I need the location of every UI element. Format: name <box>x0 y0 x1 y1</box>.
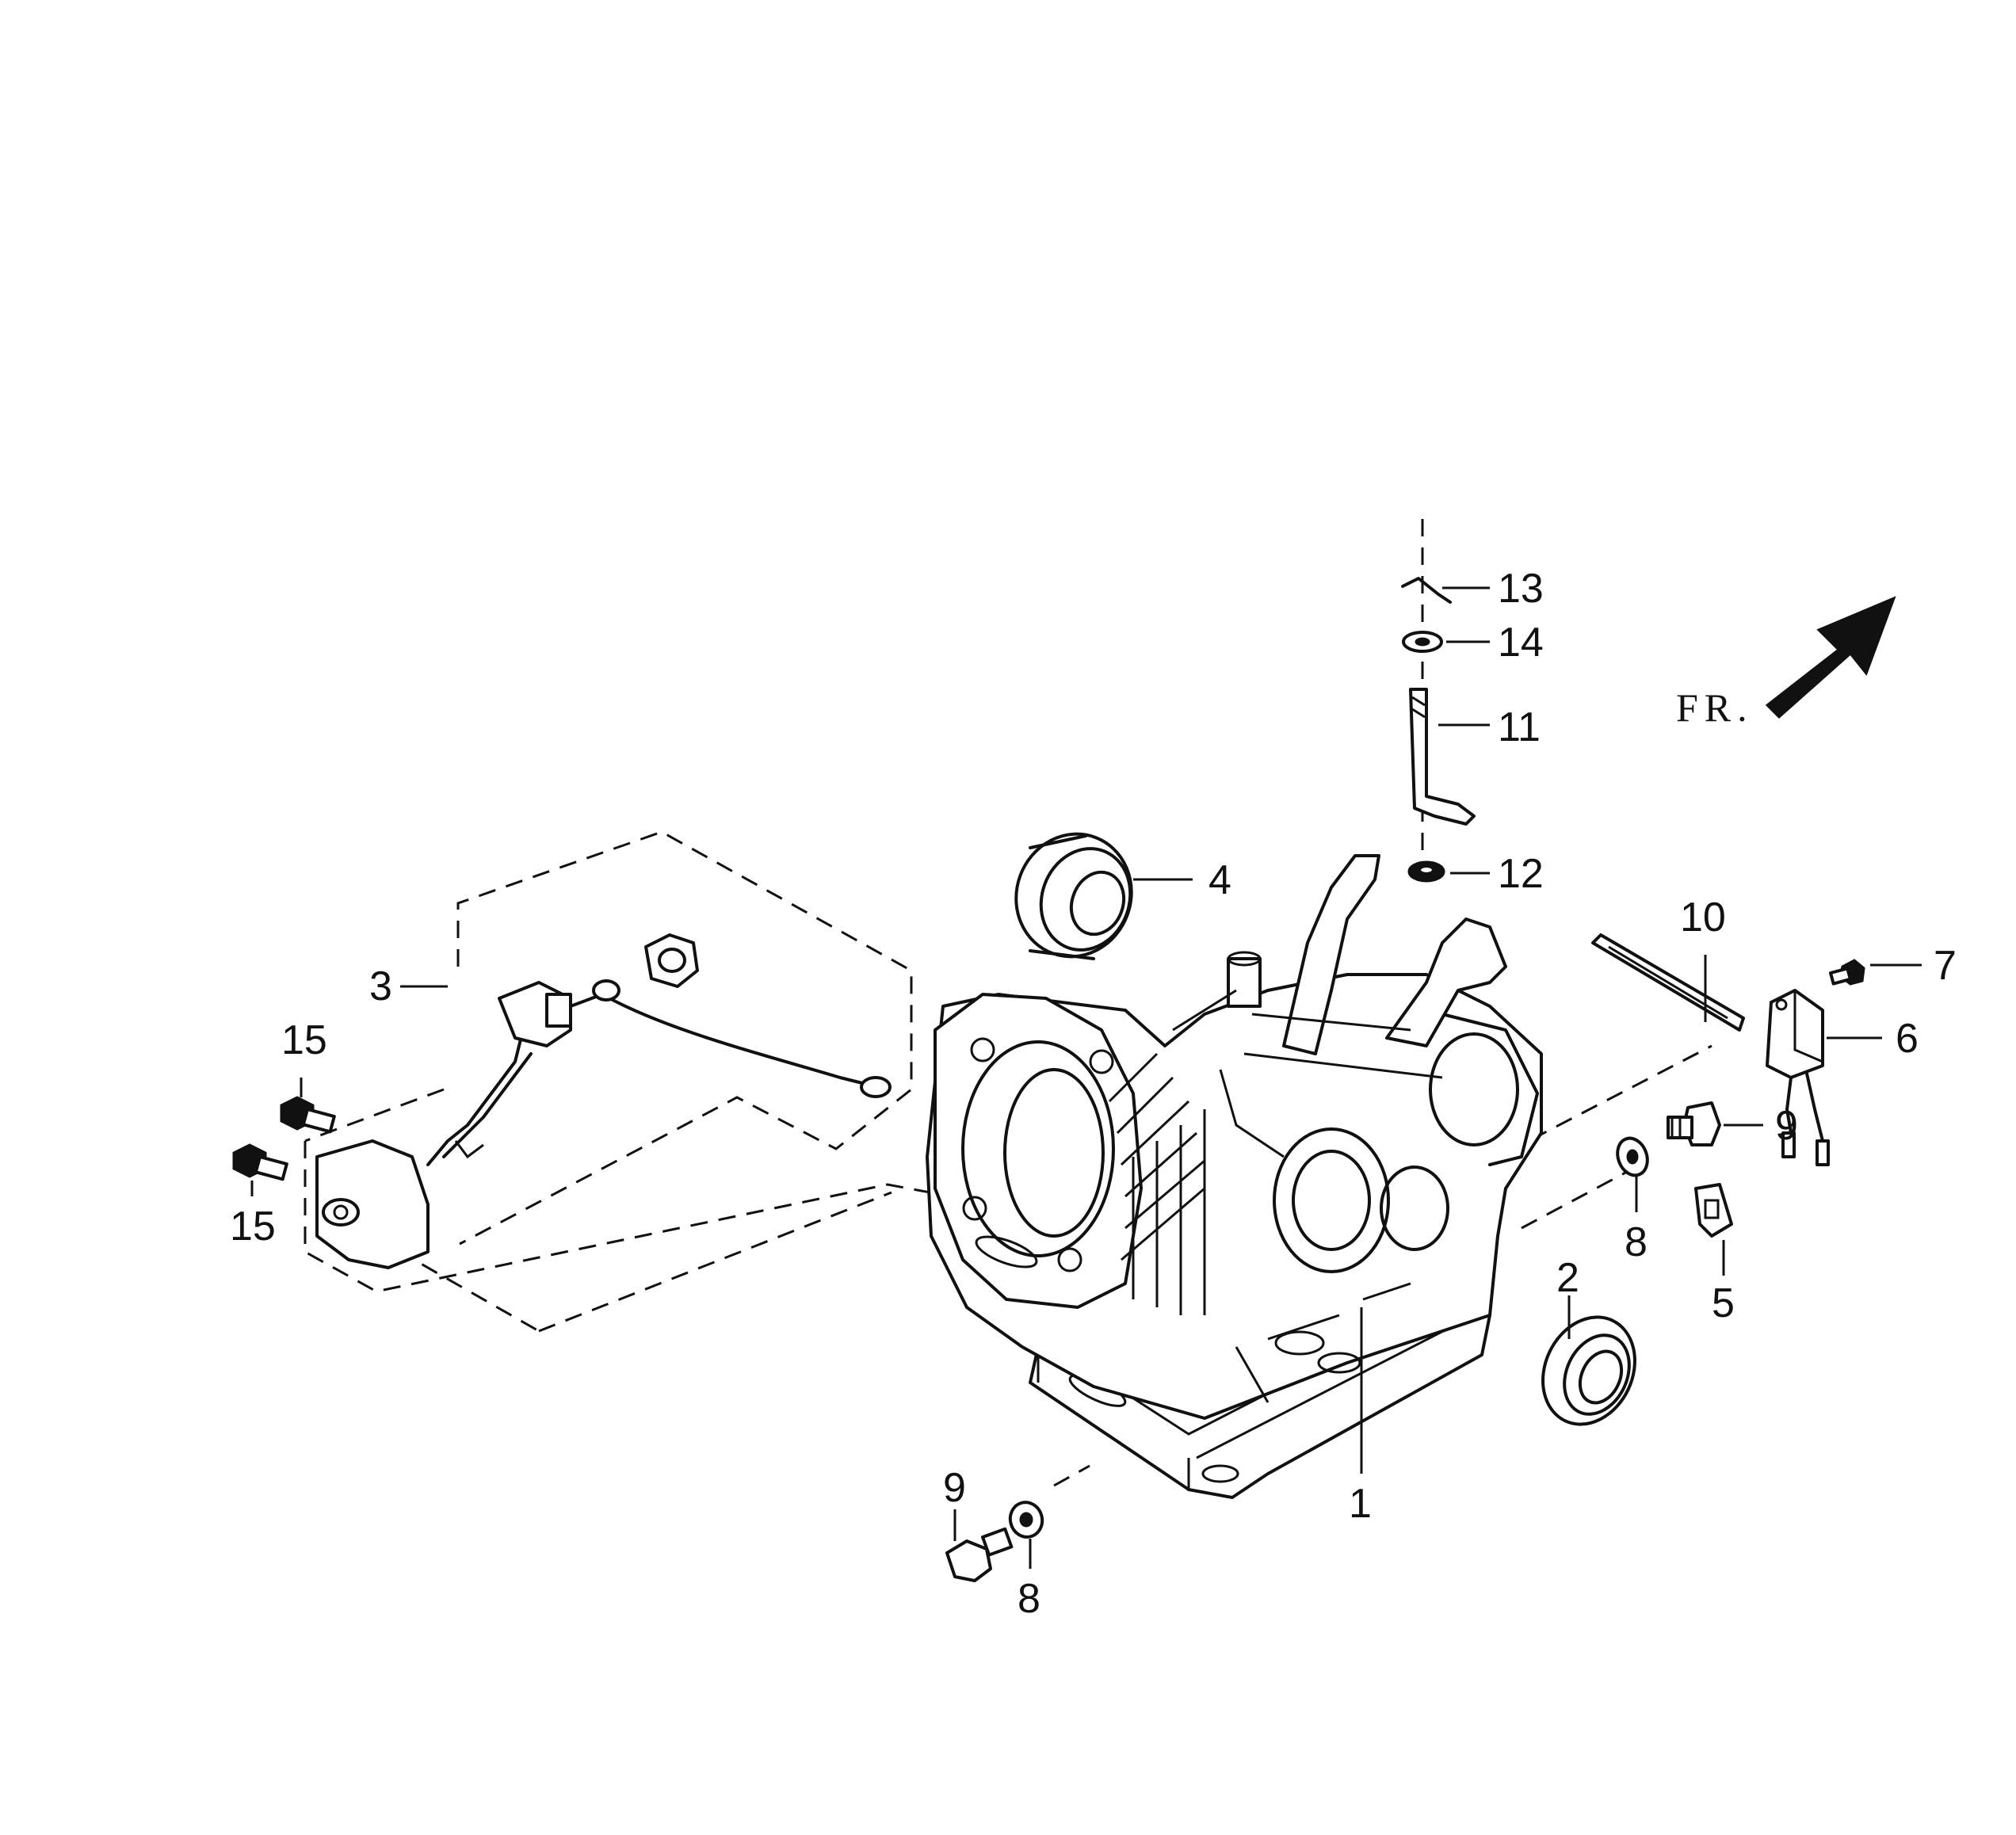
callout-6: 6 <box>1896 1016 1919 1062</box>
washer-12 <box>1407 860 1445 883</box>
drain-bolt-9-lower <box>945 1527 1014 1582</box>
callout-8-right: 8 <box>1625 1219 1648 1265</box>
callout-12: 12 <box>1498 851 1544 897</box>
crankcase-body <box>926 854 1543 1499</box>
ignition-unit-6 <box>1766 989 1830 1166</box>
callout-numbers: 1 2 3 4 5 6 7 8 8 9 9 10 11 12 13 14 15 … <box>230 566 1957 1622</box>
governor-shaft <box>1409 688 1476 826</box>
callout-10: 10 <box>1680 895 1726 940</box>
flange-nut <box>644 933 699 988</box>
callout-9-lower: 9 <box>943 1465 966 1511</box>
callout-5: 5 <box>1712 1280 1735 1326</box>
washer-8-lower <box>1008 1501 1044 1539</box>
callout-7: 7 <box>1934 943 1957 989</box>
oil-level-switch <box>315 979 892 1269</box>
bolt-7 <box>1829 959 1865 986</box>
front-direction-arrow-icon <box>1765 596 1896 719</box>
callout-15-lower: 15 <box>230 1204 276 1249</box>
gasket-strip-10 <box>1591 933 1745 1032</box>
washer-14 <box>1402 631 1443 653</box>
washer-8-right <box>1616 1136 1649 1177</box>
callout-13: 13 <box>1498 566 1544 612</box>
callout-11: 11 <box>1498 704 1541 750</box>
leader-lines <box>250 586 1922 1569</box>
callout-8-lower: 8 <box>1018 1576 1040 1622</box>
callout-14: 14 <box>1498 620 1544 666</box>
callout-15-upper: 15 <box>281 1017 327 1063</box>
callout-9-right: 9 <box>1775 1103 1798 1149</box>
callout-2: 2 <box>1556 1255 1579 1301</box>
plug-5 <box>1694 1183 1733 1238</box>
drain-bolt-9-right <box>1667 1101 1721 1146</box>
callout-3: 3 <box>369 963 392 1009</box>
front-direction-label: FR. <box>1676 685 1754 730</box>
callout-1: 1 <box>1349 1481 1372 1527</box>
clip-13 <box>1401 577 1452 604</box>
bolt-15-lower <box>232 1143 288 1181</box>
callout-4: 4 <box>1208 857 1231 903</box>
ball-bearing <box>1014 832 1133 960</box>
bolt-15-upper <box>280 1096 336 1134</box>
oil-seal <box>1541 1315 1636 1426</box>
